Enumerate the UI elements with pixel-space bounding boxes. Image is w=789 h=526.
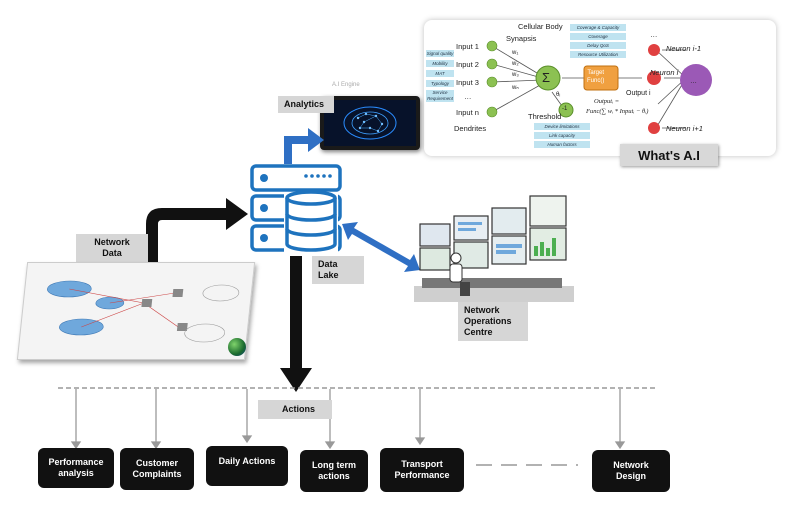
- ai-engine-image: [320, 96, 420, 150]
- actions-distribution-lines: [58, 387, 656, 450]
- chip-device-limitations: Device limitations: [534, 123, 590, 130]
- noc-image: [412, 186, 576, 306]
- network-data-arrow: [146, 198, 248, 274]
- input-2-label: Input 2: [456, 60, 479, 69]
- feature-mobility: Mobility: [426, 60, 454, 67]
- noc-label: Network Operations Centre: [458, 302, 528, 341]
- data-lake-server-icon: [250, 164, 342, 252]
- chip-human-factors: Human factors: [534, 141, 590, 148]
- neuron-dots-top: …: [650, 30, 658, 39]
- neural-network-diagram: …: [486, 40, 712, 134]
- ellipsis-dashes: [476, 464, 578, 466]
- action-performance-analysis[interactable]: Performance analysis: [38, 448, 114, 488]
- chip-link-capacity: Link capacity: [534, 132, 590, 139]
- analytics-label: Analytics: [278, 96, 334, 113]
- whats-ai-label: What's A.I: [620, 144, 718, 166]
- actions-down-arrow: [280, 256, 312, 392]
- weight-3: w₃: [512, 72, 519, 78]
- neuron-next-label: Neuron i+1: [666, 124, 703, 133]
- noc-monitors-icon: [414, 195, 574, 302]
- action-network-design[interactable]: Network Design: [592, 450, 670, 492]
- formula-bottom: Func(∑ wᵢ * Inputᵢ − θᵢ): [586, 108, 649, 115]
- output-node: [647, 71, 661, 85]
- data-lake-label: Data Lake: [312, 256, 364, 284]
- input-nodes: [486, 40, 498, 118]
- actions-text: Actions: [282, 404, 316, 414]
- ai-engine-caption: A.I Engine: [332, 82, 360, 88]
- input-n-label: Input n: [456, 108, 479, 117]
- minus-one-label: -1: [562, 106, 568, 112]
- chip-delay-qos: Delay QoS: [570, 42, 626, 49]
- cellular-body-label: Cellular Body: [518, 22, 563, 31]
- network-topology-icon: [46, 280, 240, 343]
- neuron-big: [680, 64, 712, 96]
- neuron-i-label: Neuron i: [650, 68, 679, 77]
- network-data-text: Network Data: [94, 237, 130, 258]
- action-daily-actions[interactable]: Daily Actions: [206, 446, 288, 486]
- action-transport-performance[interactable]: Transport Performance: [380, 448, 464, 492]
- threshold-node: [558, 102, 574, 118]
- input-1-label: Input 1: [456, 42, 479, 51]
- chip-coverage: Coverage: [570, 33, 626, 40]
- neural-network-panel: … Cellular Body Synapsis Input 1 Input 2…: [424, 20, 776, 156]
- feature-mat: MAT: [426, 70, 454, 77]
- weight-2: w₂: [512, 61, 519, 67]
- analytics-arrow: [284, 128, 324, 164]
- feature-typology: Typology: [426, 80, 454, 87]
- input-dots: …: [464, 92, 472, 101]
- sum-node: [535, 65, 561, 91]
- sigma-symbol: Σ: [542, 70, 551, 85]
- synapsis-label: Synapsis: [506, 34, 537, 43]
- network-map-image: [16, 262, 256, 360]
- whats-ai-text: What's A.I: [638, 147, 700, 163]
- input-3-label: Input 3: [456, 78, 479, 87]
- action-customer-complaints[interactable]: Customer Complaints: [120, 448, 194, 490]
- action-network-design-label: Network Design: [613, 460, 649, 481]
- theta-label: θᵢ: [556, 92, 561, 98]
- dendrites-label: Dendrites: [454, 124, 487, 133]
- noc-text: Network Operations Centre: [464, 305, 512, 337]
- target-function-box: [583, 65, 619, 91]
- svg-text:…: …: [690, 78, 697, 85]
- threshold-label: Threshold: [528, 112, 562, 121]
- globe-icon: [228, 338, 246, 356]
- neuron-prev: [648, 44, 660, 56]
- action-customer-complaints-label: Customer Complaints: [132, 458, 182, 479]
- noc-bidirectional-arrow: [342, 222, 420, 272]
- chip-resource-utilization: Resource Utilization: [570, 51, 626, 58]
- analytics-text: Analytics: [284, 99, 325, 109]
- action-long-term-actions-label: Long term actions: [312, 460, 356, 481]
- network-data-label: Network Data: [76, 234, 148, 262]
- chip-coverage-capacity: Coverage & Capacity: [570, 24, 626, 31]
- feature-signal-quality: Signal quality: [426, 50, 454, 57]
- data-lake-text: Data Lake: [318, 259, 339, 280]
- weight-1: w₁: [512, 50, 519, 56]
- formula-top: Outputᵢ =: [594, 98, 620, 105]
- output-i-label: Output i: [626, 90, 651, 97]
- neuron-prev-label: Neuron i-1: [666, 44, 702, 53]
- neuron-next: [648, 122, 660, 134]
- target-func-label: Target Func(): [587, 70, 605, 84]
- feature-service-requirement: Service Requirement: [426, 90, 454, 102]
- brain-icon: [324, 100, 416, 146]
- actions-label: Actions: [258, 400, 332, 419]
- action-performance-analysis-label: Performance analysis: [48, 457, 104, 478]
- action-daily-actions-label: Daily Actions: [218, 456, 276, 466]
- weight-n: wₙ: [512, 85, 519, 91]
- action-transport-performance-label: Transport Performance: [394, 459, 450, 480]
- action-long-term-actions[interactable]: Long term actions: [300, 450, 368, 492]
